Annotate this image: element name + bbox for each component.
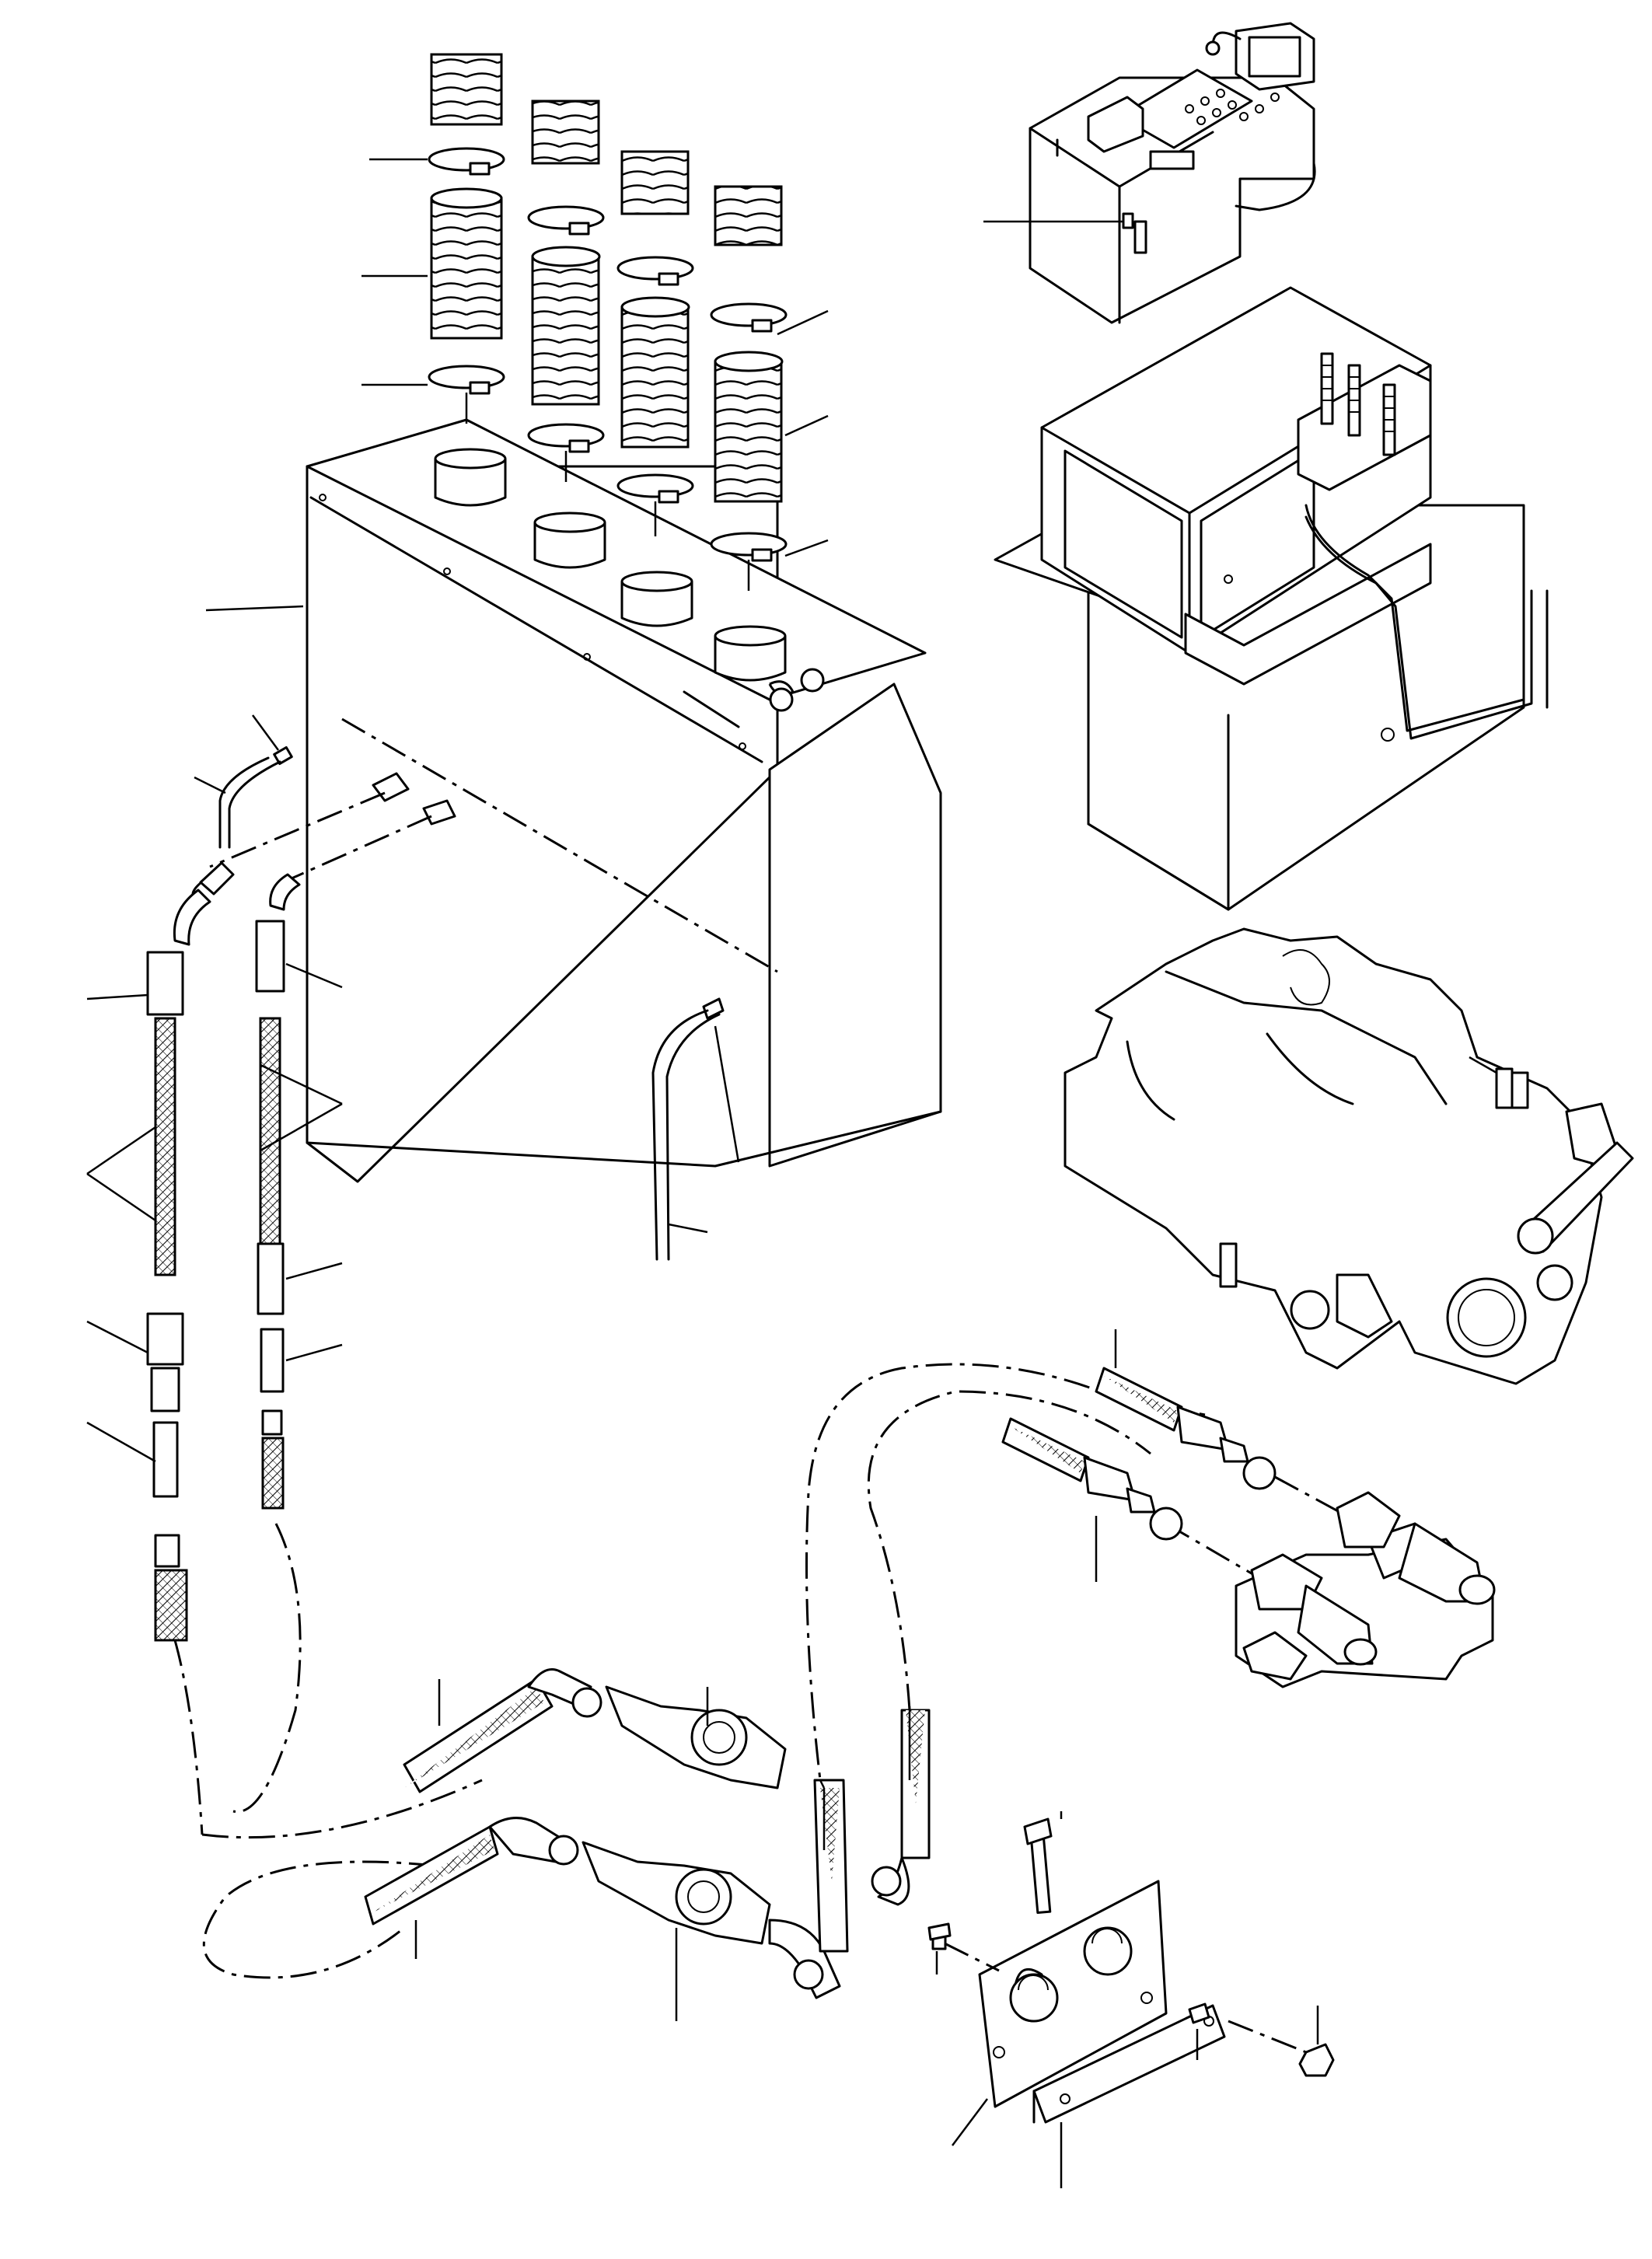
bellows-column-4 xyxy=(710,185,788,562)
bulkhead-plate xyxy=(927,1817,1335,2124)
hose-route-upper-loop-2 xyxy=(867,1390,1151,1711)
hose-center-upper xyxy=(403,1668,787,1793)
leader-lines xyxy=(86,158,1497,2188)
hose-right-lower xyxy=(1001,1417,1183,1541)
engine-thumbnail xyxy=(1063,927,1634,1385)
hose-vertical-pair xyxy=(813,1709,931,1953)
control-console-thumbnail xyxy=(1029,22,1316,324)
vehicle-cab-thumbnail xyxy=(994,286,1549,911)
hose-center-lower xyxy=(364,1817,841,1999)
exhaust-stacks xyxy=(1320,352,1396,456)
hose-left-1 xyxy=(146,861,235,1835)
hose-route-left-loop xyxy=(202,1860,436,1979)
box-fittings xyxy=(209,718,778,1261)
bellows-column-1 xyxy=(428,53,505,395)
hose-route-lower xyxy=(201,1779,483,1839)
instrument-box xyxy=(306,418,942,1183)
bellows-column-2 xyxy=(527,100,605,453)
hose-route-to-valve xyxy=(1165,1475,1369,1580)
hose-left-2 xyxy=(232,873,302,1814)
bellows-column-3 xyxy=(616,150,694,504)
hose-right-upper xyxy=(1095,1367,1277,1490)
control-valve-thumbnail xyxy=(1235,1491,1496,1688)
